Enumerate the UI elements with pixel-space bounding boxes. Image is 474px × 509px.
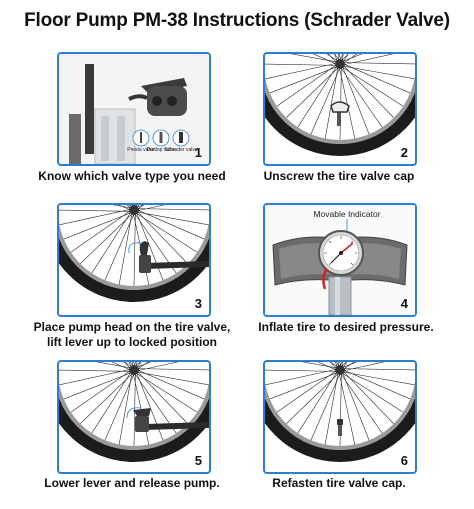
pressure-gauge-illustration: Movable Indicator bbox=[265, 205, 415, 315]
step-1-caption: Know which valve type you need bbox=[38, 169, 226, 183]
step-number: 6 bbox=[400, 453, 408, 468]
schrader-label: Schrader valve bbox=[164, 147, 198, 153]
movable-indicator-label: Movable Indicator bbox=[313, 209, 380, 219]
step-number: 1 bbox=[194, 145, 202, 160]
pump-head-illustration: Presta valve Dunlop valve Schrader valve bbox=[59, 54, 209, 164]
wheel-pump-release bbox=[59, 362, 209, 462]
step-number: 4 bbox=[400, 296, 408, 311]
wheel-pump-attached bbox=[59, 205, 209, 302]
step-number: 3 bbox=[194, 296, 202, 311]
dunlop-label: Dunlop valve bbox=[147, 147, 176, 153]
step-2-image: 2 bbox=[263, 52, 417, 166]
page-title: Floor Pump PM-38 Instructions (Schrader … bbox=[24, 10, 450, 31]
presta-label: Presta valve bbox=[127, 147, 155, 153]
wheel bbox=[59, 205, 209, 302]
wheel bbox=[59, 362, 209, 462]
step-5-caption: Lower lever and release pump. bbox=[44, 476, 220, 490]
step-3-caption-line-1: Place pump head on the tire valve, bbox=[33, 320, 231, 334]
step-3-image: 3 bbox=[57, 203, 211, 317]
step-6-image: 6 bbox=[263, 360, 417, 474]
step-2-caption: Unscrew the tire valve cap bbox=[263, 169, 415, 183]
step-4-caption: Inflate tire to desired pressure. bbox=[258, 320, 434, 334]
wheel-illustration bbox=[265, 54, 415, 156]
wheel bbox=[265, 54, 415, 156]
step-4-image: Movable Indicator 4 bbox=[263, 203, 417, 317]
step-1-image: Presta valve Dunlop valve Schrader valve… bbox=[57, 52, 211, 166]
valve-cap-hand bbox=[330, 101, 350, 126]
step-number: 2 bbox=[400, 145, 408, 160]
step-5-image: 5 bbox=[57, 360, 211, 474]
step-number: 5 bbox=[194, 453, 202, 468]
valve-type-circles bbox=[132, 129, 190, 147]
wheel-cap-refastened bbox=[265, 362, 415, 462]
gauge-needle bbox=[340, 242, 354, 254]
pump-head-lever-down bbox=[126, 407, 209, 432]
wheel bbox=[265, 362, 415, 462]
valve-cap bbox=[337, 419, 343, 436]
step-6-caption: Refasten tire valve cap. bbox=[272, 476, 406, 490]
step-3-caption-line-2: lift lever up to locked position bbox=[46, 335, 217, 349]
pump-head-on-valve bbox=[128, 241, 209, 273]
step-3-caption: Place pump head on the tire valve, lift … bbox=[20, 320, 244, 350]
